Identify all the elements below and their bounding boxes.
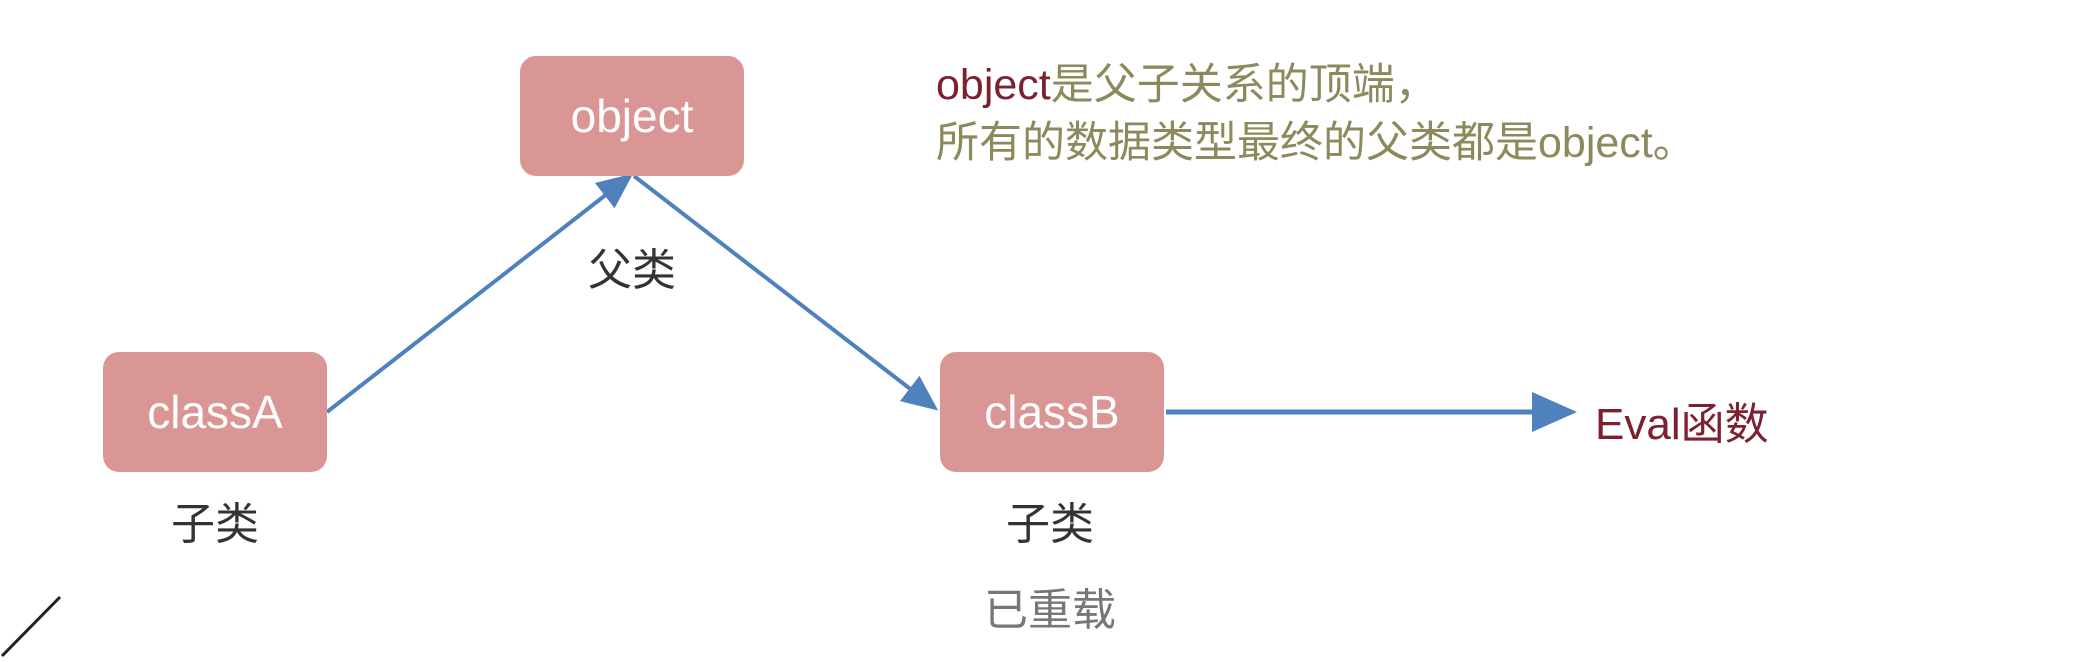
arrow-object-to-classB [632,174,939,411]
note-line-2-keyword: object。 [1538,119,1696,167]
note-line-2: 所有的数据类型最终的父类都是object。 [936,114,1696,172]
note-line-2-text: 所有的数据类型最终的父类都是 [936,119,1538,167]
child-b-label: 子类 [1006,500,1094,549]
eval-keyword: Eval [1595,400,1681,449]
eval-function-label: Eval函数 [1595,388,1769,452]
overloaded-label: 已重载 [984,586,1116,635]
node-classA: classA [103,352,327,472]
eval-rest: 函数 [1680,400,1769,449]
arrow-classA-to-object [325,173,634,414]
node-classB-label: classB [984,386,1120,438]
note-line-1: object是父子关系的顶端， [936,56,1696,114]
node-object-label: object [570,90,694,142]
node-classA-label: classA [147,386,283,438]
child-a-label: 子类 [171,500,259,549]
note-text: object是父子关系的顶端， 所有的数据类型最终的父类都是object。 [936,56,1696,172]
node-classB: classB [940,352,1164,472]
note-line-1-text: 是父子关系的顶端， [1050,61,1438,109]
note-keyword-object: object [936,61,1051,109]
node-object: object [520,56,744,176]
parent-label: 父类 [588,246,676,295]
stray-stroke [0,595,62,658]
